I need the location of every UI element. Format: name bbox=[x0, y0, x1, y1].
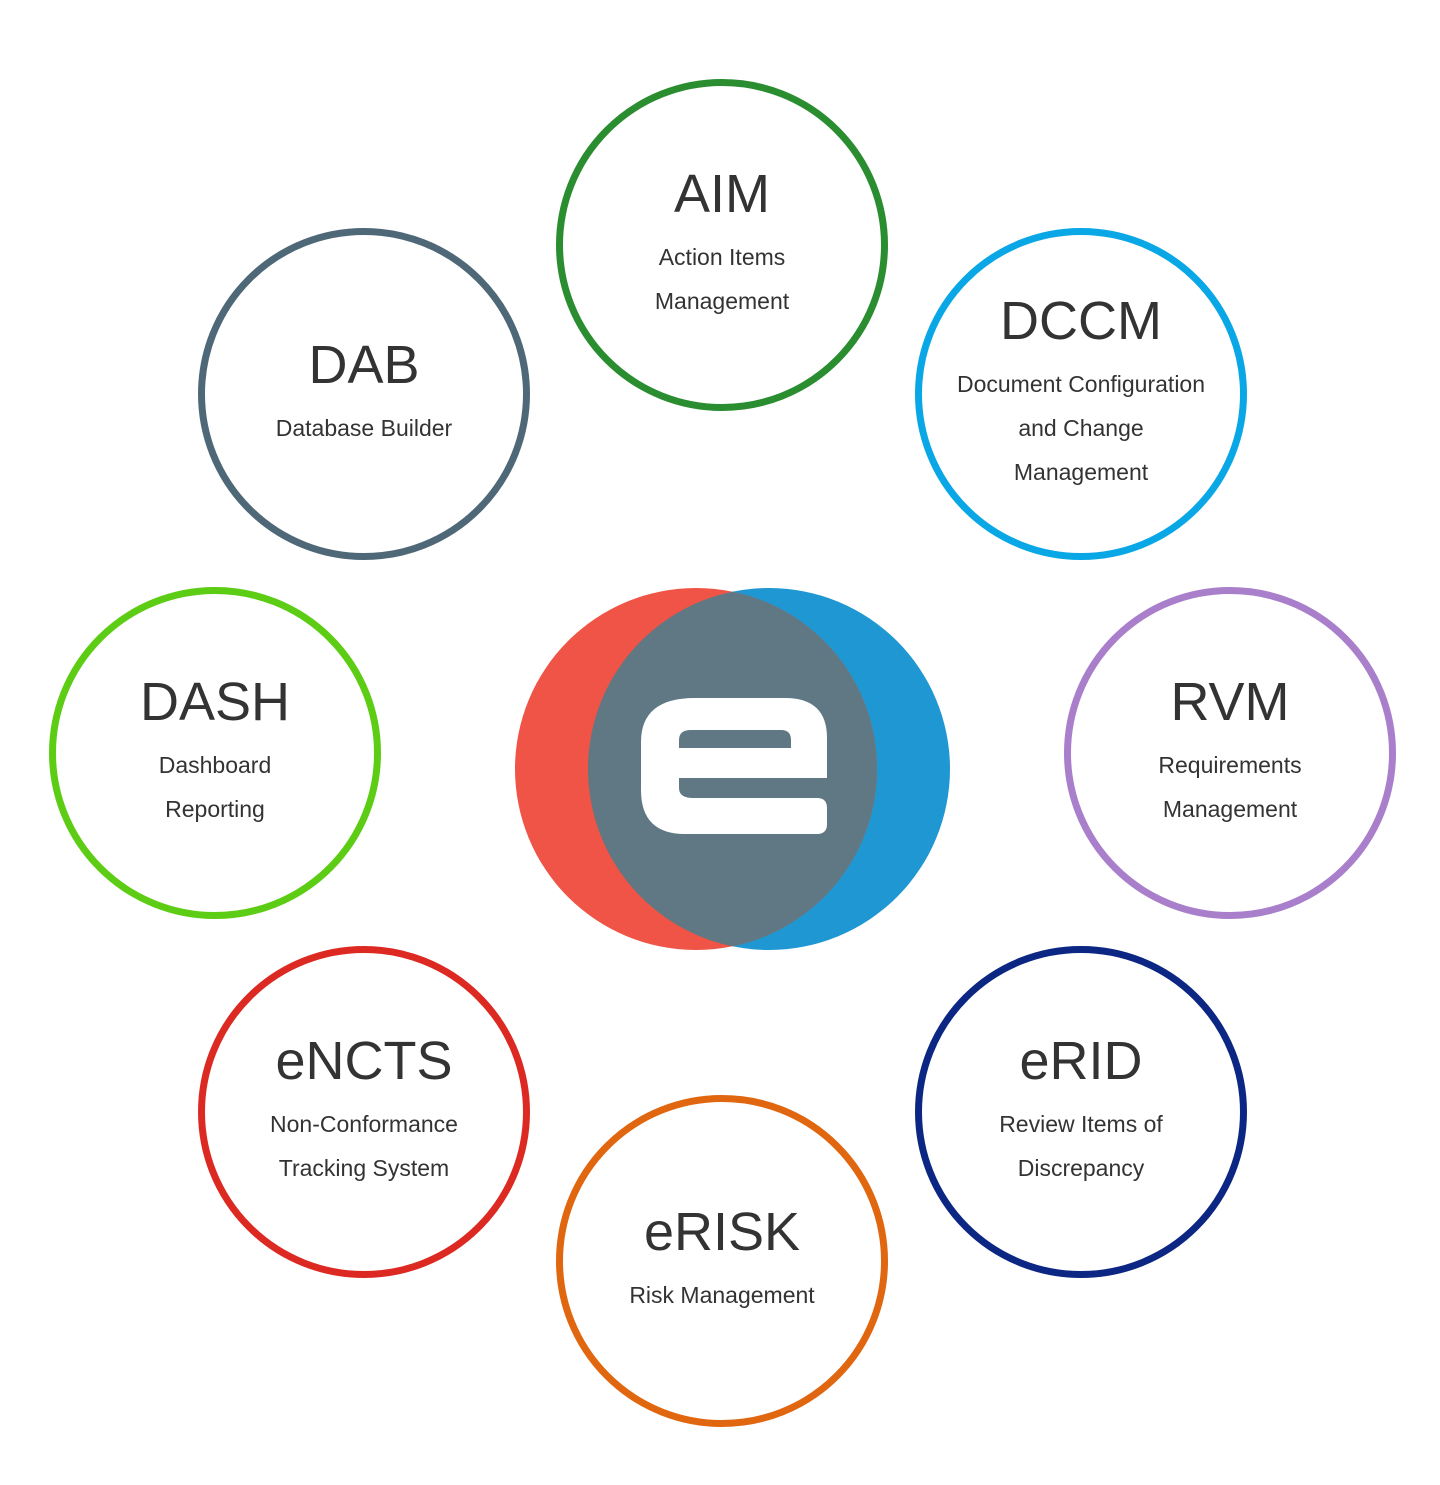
module-rvm[interactable]: RVM Requirements Management bbox=[1064, 587, 1396, 919]
module-description: and Change bbox=[1018, 415, 1144, 441]
module-description: Discrepancy bbox=[1017, 1155, 1145, 1181]
module-description: Database Builder bbox=[275, 415, 453, 441]
module-dab[interactable]: DAB Database Builder bbox=[198, 228, 530, 560]
module-title: DASH bbox=[139, 672, 291, 732]
module-title: DCCM bbox=[1000, 291, 1162, 351]
module-description: Risk Management bbox=[629, 1282, 815, 1308]
module-erid[interactable]: eRID Review Items of Discrepancy bbox=[915, 946, 1247, 1278]
module-title: AIM bbox=[673, 164, 770, 224]
module-aim[interactable]: AIM Action Items Management bbox=[556, 79, 888, 411]
module-description: Dashboard bbox=[158, 752, 272, 778]
module-erisk[interactable]: eRISK Risk Management bbox=[556, 1095, 888, 1427]
module-description: Management bbox=[654, 288, 790, 314]
e-logo-icon bbox=[515, 588, 950, 950]
module-title: eRID bbox=[1019, 1031, 1143, 1091]
module-dccm[interactable]: DCCM Document Configuration and Change M… bbox=[915, 228, 1247, 560]
module-description: Management bbox=[1162, 796, 1298, 822]
module-description: Review Items of bbox=[999, 1111, 1163, 1137]
module-dash[interactable]: DASH Dashboard Reporting bbox=[49, 587, 381, 919]
module-title: DAB bbox=[308, 335, 420, 395]
module-description: Management bbox=[1013, 459, 1149, 485]
module-description: Action Items bbox=[658, 244, 786, 270]
module-title: eRISK bbox=[643, 1202, 801, 1262]
module-description: Requirements bbox=[1158, 752, 1302, 778]
module-description: Document Configuration bbox=[956, 371, 1206, 397]
module-encts[interactable]: eNCTS Non-Conformance Tracking System bbox=[198, 946, 530, 1278]
module-description: Non-Conformance bbox=[270, 1111, 458, 1137]
module-title: RVM bbox=[1170, 672, 1290, 732]
logo-e-glyph bbox=[641, 698, 827, 834]
module-description: Reporting bbox=[165, 796, 265, 822]
module-description: Tracking System bbox=[278, 1155, 450, 1181]
module-title: eNCTS bbox=[275, 1031, 453, 1091]
